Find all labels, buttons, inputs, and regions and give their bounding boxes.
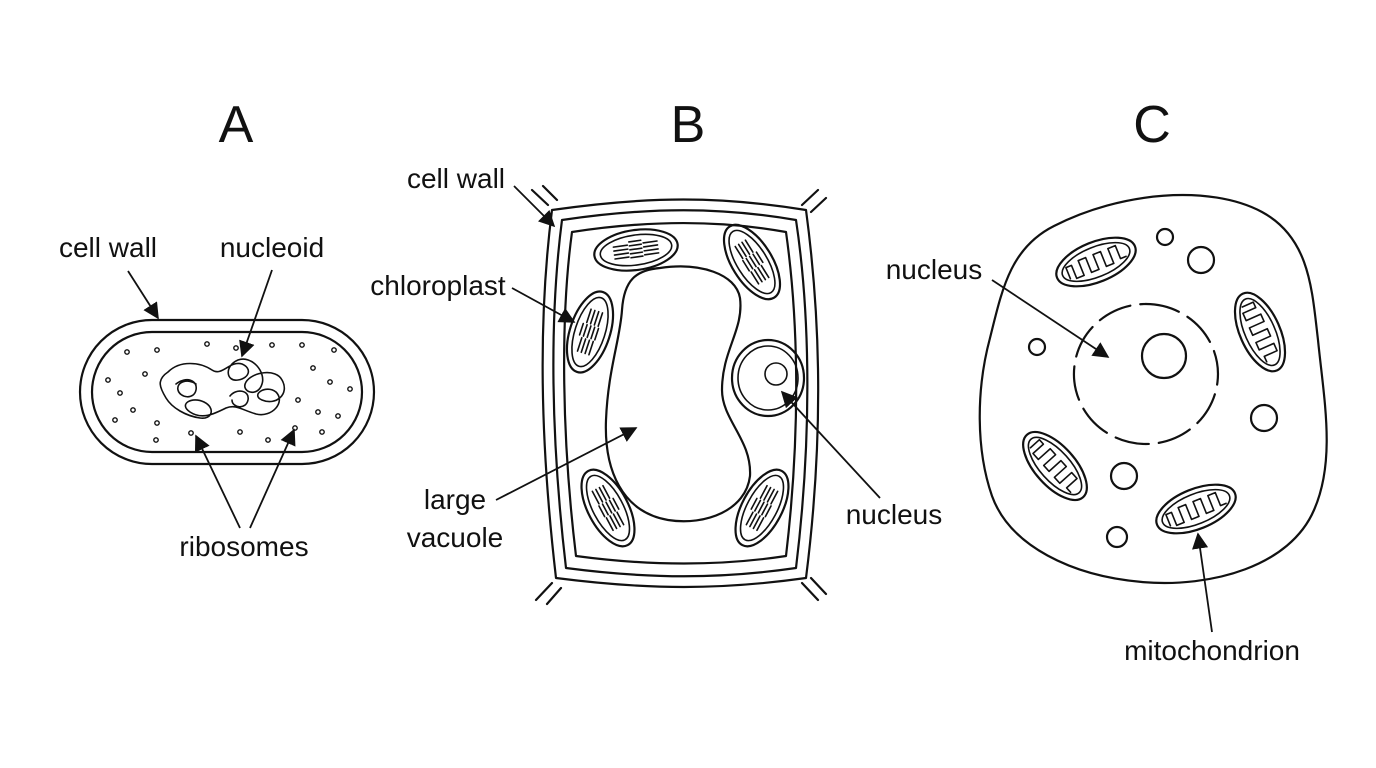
- nucleoid-dna: [159, 358, 286, 419]
- large-vacuole: [604, 265, 752, 523]
- chloroplast: [565, 290, 615, 374]
- mitochondrion: [1233, 291, 1287, 373]
- panel-a-letter: A: [219, 96, 254, 154]
- panel-b: B: [370, 96, 943, 606]
- plant-cell-wall-outer: [541, 198, 820, 589]
- ribosome: [269, 342, 275, 348]
- ribosome: [112, 417, 118, 423]
- chloroplast: [722, 223, 782, 301]
- label-c-mitochondrion: mitochondrion: [1124, 635, 1300, 666]
- label-c-nucleus: nucleus: [886, 254, 983, 285]
- plant-nucleus: [730, 338, 806, 418]
- prokaryote-cell: [78, 318, 376, 466]
- animal-cell-membrane: [978, 193, 1328, 584]
- label-a-cell-wall: cell wall: [59, 232, 157, 263]
- ribosome: [124, 349, 130, 355]
- vesicle: [1027, 337, 1047, 357]
- plant-cell: [530, 184, 828, 606]
- panel-c-letter: C: [1133, 96, 1171, 154]
- ribosome: [265, 437, 271, 443]
- animal-nucleolus: [1140, 332, 1188, 380]
- prokaryote-cell-membrane: [90, 330, 364, 454]
- leader-a-nucleoid: [239, 269, 273, 358]
- panel-b-letter: B: [671, 96, 706, 154]
- ribosome: [237, 429, 243, 435]
- ribosome: [292, 425, 298, 431]
- label-b-chloroplast: chloroplast: [370, 270, 506, 301]
- leader-b-chloroplast: [511, 287, 576, 323]
- label-b-vacuole: vacuole: [407, 522, 504, 553]
- label-a-ribosomes: ribosomes: [179, 531, 308, 562]
- prokaryote-cell-wall: [78, 318, 376, 466]
- ribosome: [310, 365, 316, 371]
- label-b-nucleus: nucleus: [846, 499, 943, 530]
- adjacent-cell-walls: [530, 184, 828, 606]
- vesicle: [1105, 525, 1129, 549]
- ribosome: [154, 347, 160, 353]
- ribosome: [319, 429, 325, 435]
- label-a-nucleoid: nucleoid: [220, 232, 324, 263]
- ribosome: [295, 397, 301, 403]
- ribosome: [154, 420, 160, 426]
- animal-cell: [978, 193, 1328, 584]
- mitochondrion: [1155, 483, 1237, 535]
- panel-a: A: [59, 96, 376, 562]
- ribosome: [130, 407, 136, 413]
- ribosome: [188, 430, 194, 436]
- ribosome: [299, 342, 305, 348]
- label-b-large: large: [424, 484, 486, 515]
- animal-nuclear-envelope: [1072, 302, 1220, 446]
- leader-c-nucleus: [991, 279, 1110, 358]
- ribosome: [117, 390, 123, 396]
- ribosome: [347, 386, 353, 392]
- ribosome: [142, 371, 148, 377]
- nucleoid-dna-loop: [175, 378, 249, 408]
- vesicle: [1109, 461, 1139, 491]
- ribosome: [315, 409, 321, 415]
- ribosome: [233, 345, 239, 351]
- plant-nucleolus: [764, 362, 788, 386]
- ribosome: [331, 347, 337, 353]
- ribosome: [204, 341, 210, 347]
- ribosome: [153, 437, 159, 443]
- leader-a-ribosome-left: [194, 434, 241, 529]
- ribosome: [335, 413, 341, 419]
- vesicle: [1249, 403, 1279, 433]
- chloroplast: [580, 468, 636, 548]
- chloroplast: [734, 468, 790, 548]
- vesicle: [1186, 245, 1216, 275]
- plant-nuclear-envelope: [737, 345, 799, 411]
- vesicle: [1155, 227, 1175, 247]
- ribosome: [327, 379, 333, 385]
- leader-a-ribosome-right: [249, 428, 296, 529]
- ribosome-dots: [105, 341, 353, 443]
- leader-a-cell-wall: [127, 270, 159, 320]
- leader-b-nucleus: [780, 390, 881, 499]
- mitochondrion: [1022, 430, 1088, 502]
- chloroplast: [593, 228, 679, 272]
- leader-b-cell-wall: [513, 185, 556, 228]
- mitochondrion: [1055, 236, 1137, 288]
- leader-c-mitochondrion: [1192, 532, 1213, 633]
- leader-b-vacuole: [495, 427, 638, 501]
- panel-c: C: [886, 96, 1328, 666]
- ribosome: [105, 377, 111, 383]
- plant-cell-wall-inner: [552, 209, 809, 578]
- label-b-cell-wall: cell wall: [407, 163, 505, 194]
